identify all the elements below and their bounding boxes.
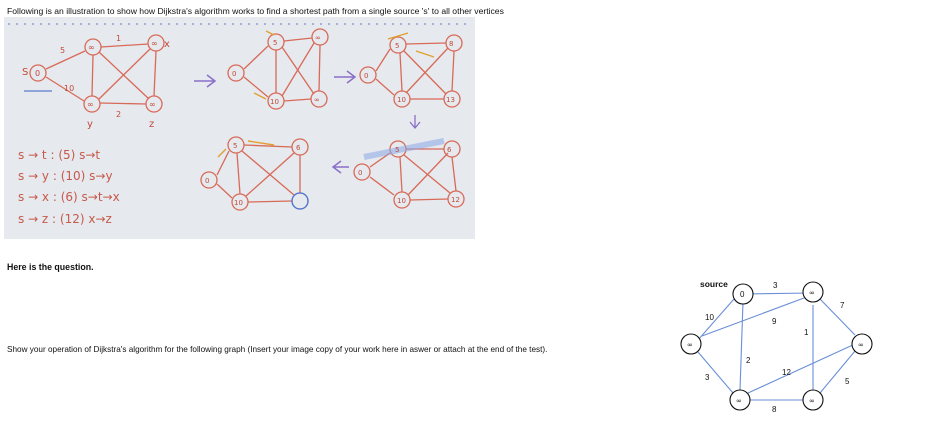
- wb-note-4: s → z : (12) x→z: [18, 212, 112, 226]
- svg-text:5: 5: [395, 42, 399, 50]
- wb-note-3: s → x : (6) s→t→x: [18, 190, 120, 204]
- svg-text:6: 6: [447, 146, 452, 154]
- svg-text:10: 10: [234, 199, 243, 207]
- graph-edges: [697, 292, 856, 401]
- question-heading: Here is the question.: [7, 262, 94, 272]
- weight-bottom: 8: [772, 405, 777, 414]
- svg-text:13: 13: [446, 96, 455, 104]
- node-bottom-left: [729, 389, 751, 411]
- svg-text:2: 2: [116, 110, 121, 119]
- wb-graph-1: [29, 34, 165, 113]
- edge-right-5: [819, 350, 856, 394]
- intro-text: Following is an illustration to show how…: [7, 6, 504, 16]
- svg-text:5: 5: [395, 146, 399, 154]
- svg-text:1: 1: [116, 34, 121, 43]
- weight-right-7: 7: [840, 301, 845, 310]
- svg-text:0: 0: [35, 69, 40, 78]
- graph-nodes: [680, 281, 873, 411]
- edge-diag-12: [747, 343, 856, 394]
- node-right: [851, 333, 873, 355]
- svg-text:10: 10: [397, 96, 406, 104]
- node-left: [680, 333, 702, 355]
- svg-text:∞: ∞: [315, 34, 321, 42]
- svg-text:∞: ∞: [87, 100, 94, 109]
- node-bottom-right: [802, 389, 824, 411]
- node-top-right-value: ∞: [809, 289, 815, 297]
- task-instructions: Show your operation of Dijkstra's algori…: [7, 345, 548, 354]
- edge-diag-9: [701, 297, 805, 337]
- whiteboard-illustration: 0 ∞ ∞ ∞ ∞ S 5 10 1 x 2 y z: [4, 17, 475, 239]
- weight-mid-2: 2: [746, 356, 751, 365]
- svg-text:y: y: [87, 119, 93, 130]
- edge-upper-left: [697, 298, 735, 341]
- svg-text:10: 10: [64, 84, 74, 93]
- node-source: [732, 283, 754, 305]
- svg-text:12: 12: [451, 196, 460, 204]
- edge-mid-2: [739, 301, 744, 391]
- svg-text:6: 6: [296, 144, 301, 152]
- svg-text:∞: ∞: [314, 96, 320, 104]
- weight-right-5: 5: [845, 377, 850, 386]
- weight-diag-9: 9: [772, 317, 777, 326]
- wb-note-1: s → t : (5) s→t: [18, 148, 100, 162]
- svg-text:0: 0: [364, 72, 368, 80]
- question-graph-svg: source 0 ∞ ∞ ∞ ∞ ∞ 3 10 9 1 7 2 3 12 5 8: [680, 279, 873, 414]
- svg-text:S: S: [22, 67, 28, 78]
- question-graph: source 0 ∞ ∞ ∞ ∞ ∞ 3 10 9 1 7 2 3 12 5 8: [670, 272, 936, 447]
- weight-diag-12: 12: [782, 368, 791, 377]
- node-top-right: [802, 281, 824, 303]
- node-bottom-right-value: ∞: [809, 397, 815, 405]
- svg-text:∞: ∞: [149, 100, 156, 109]
- svg-text:0: 0: [232, 70, 236, 78]
- source-label: source: [700, 279, 728, 289]
- node-left-value: ∞: [687, 341, 693, 349]
- svg-text:∞: ∞: [151, 39, 158, 48]
- svg-text:0: 0: [358, 169, 362, 177]
- svg-text:0: 0: [205, 177, 209, 185]
- svg-text:10: 10: [270, 98, 279, 106]
- svg-text:5: 5: [60, 46, 65, 55]
- edge-lower-left: [697, 351, 734, 394]
- svg-text:z: z: [149, 119, 154, 130]
- svg-text:8: 8: [449, 40, 453, 48]
- edge-right-7: [819, 298, 856, 336]
- wb-note-2: s → y : (10) s→y: [18, 169, 113, 183]
- weight-top: 3: [773, 281, 778, 290]
- weight-lower-left: 3: [705, 373, 710, 382]
- node-bottom-left-value: ∞: [736, 397, 742, 405]
- weight-upper-left: 10: [705, 313, 714, 322]
- svg-text:x: x: [164, 39, 170, 50]
- svg-text:∞: ∞: [88, 43, 95, 52]
- weight-mid-1: 1: [804, 328, 809, 337]
- whiteboard-drawing: 0 ∞ ∞ ∞ ∞ S 5 10 1 x 2 y z: [8, 23, 472, 226]
- svg-text:10: 10: [397, 197, 406, 205]
- node-right-value: ∞: [858, 341, 864, 349]
- node-source-value: 0: [740, 290, 745, 299]
- svg-text:5: 5: [233, 142, 237, 150]
- svg-text:5: 5: [273, 39, 277, 47]
- edge-top: [743, 292, 813, 295]
